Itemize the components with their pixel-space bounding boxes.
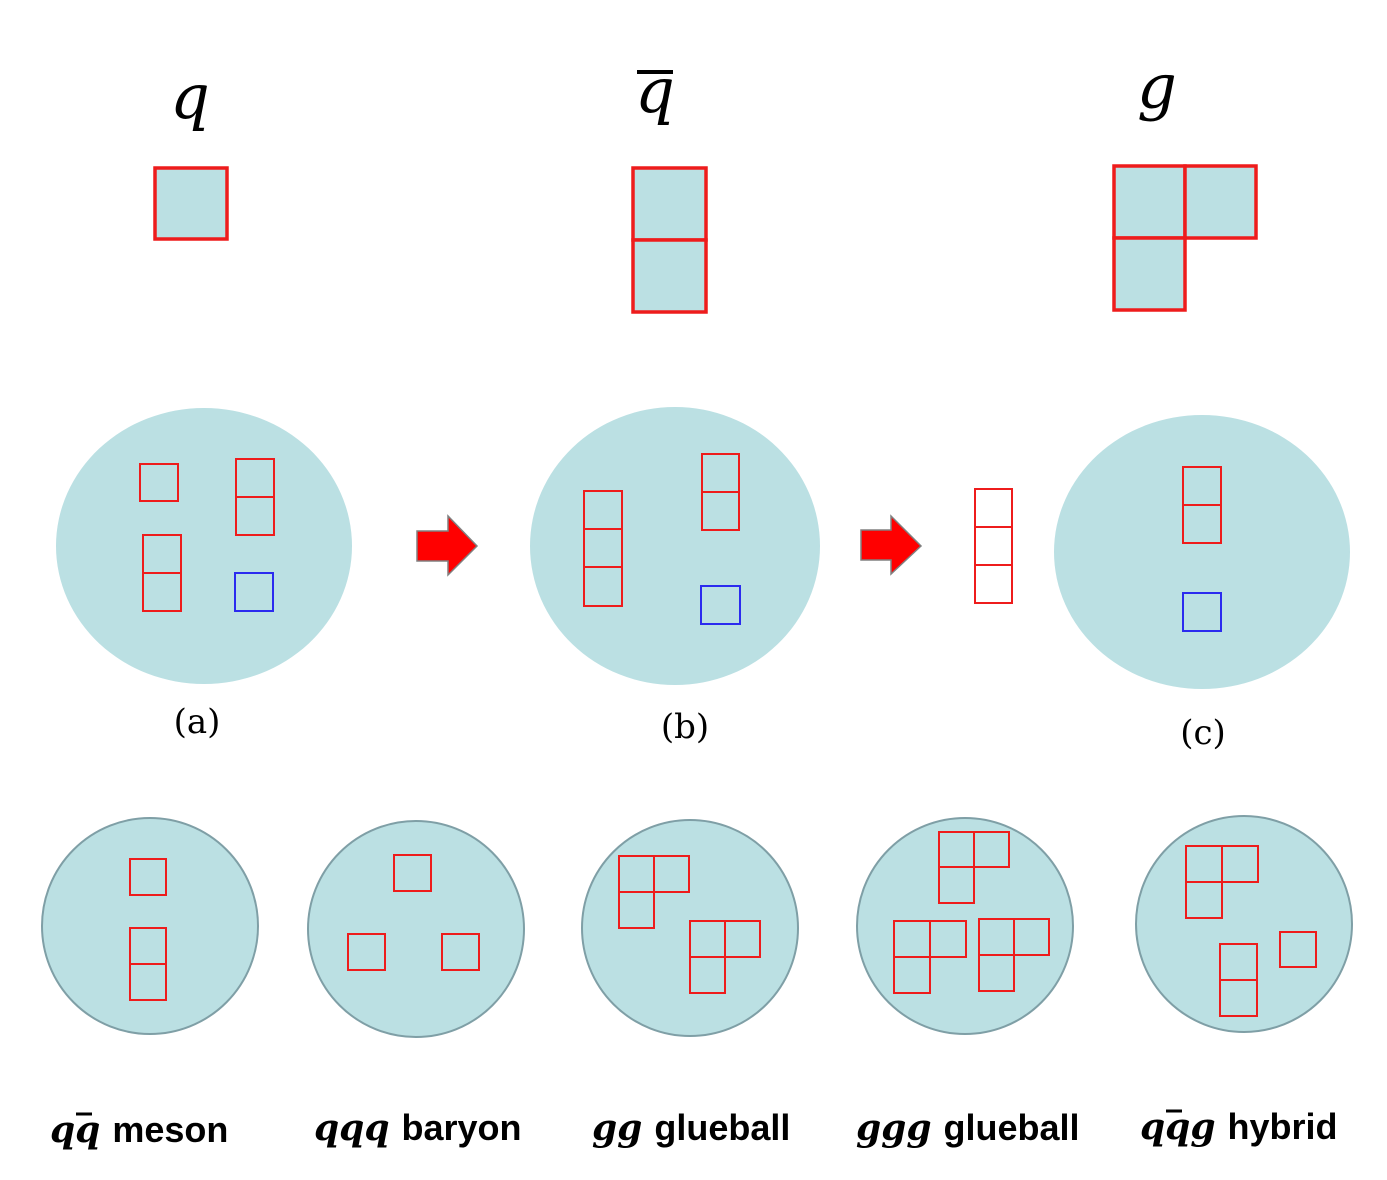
panel-b-column-box-3 [583,566,623,607]
singlet-box-2 [974,526,1013,566]
panel-a [56,408,352,684]
panel-a-disk [56,408,352,684]
hybrid-quark-box [1279,931,1317,968]
meson-disk [41,817,259,1035]
singlet-box-1 [974,488,1013,528]
hybrid-gluon-box-3 [1185,881,1223,919]
panel-c-disk [1054,415,1350,689]
hybrid-symbol-g: g [1190,1106,1215,1148]
right-arrow-icon [860,514,923,576]
gg-gluon2-box-2 [724,920,761,958]
gg-glueball-label: glueball [654,1107,790,1148]
panel-a-blue-box [234,572,274,612]
meson-label: meson [112,1109,228,1150]
panel-a-quark-box [139,463,179,502]
panel-b-antiquark-box-bottom [701,491,740,531]
meson-symbol-qbar: q [75,1109,100,1151]
gg-gluon1-box-2 [653,855,690,893]
hybrid-disk [1135,815,1353,1033]
panel-b [530,407,820,685]
baryon-disk [307,820,525,1038]
gluon-tableau-box-2 [1183,164,1258,240]
ggg-gluon3-box-3 [978,954,1015,992]
hybrid-gluon-box-2 [1221,845,1259,883]
gg-gluon1-box-3 [618,891,655,929]
ggg-gluon3-box-2 [1013,918,1050,956]
gg-glueball-state [581,819,799,1037]
ggg-gluon1-box-3 [938,866,975,904]
hybrid-symbol-qbar: q [1165,1106,1190,1148]
quark-symbol: q [170,60,210,133]
antiquark-label: q [635,54,675,127]
ggg-gluon1-box-2 [973,831,1010,868]
meson-antiquark-box-bottom [129,963,167,1001]
quark-tableau-box [153,166,229,241]
baryon-quark-box-3 [441,933,480,971]
hybrid-symbol-q: q [1140,1106,1165,1148]
hybrid-antiquark-box-bottom [1219,979,1258,1017]
gluon-tableau-box-3 [1112,236,1187,312]
ggg-glueball-caption: ggg glueball [856,1107,1080,1149]
panel-a-label: (a) [174,702,221,742]
meson-symbol-q: q [50,1109,75,1151]
panel-b-disk [530,407,820,685]
baryon-quark-box-1 [393,854,432,892]
gg-glueball-symbol: gg [592,1107,642,1149]
ggg-glueball-state [856,817,1074,1035]
ggg-gluon2-box-3 [893,956,931,994]
ejected-singlet-column [974,488,1013,604]
baryon-symbol: qqq [314,1107,390,1149]
gluon-symbol: g [1137,50,1177,123]
hybrid-state [1135,815,1353,1033]
ggg-glueball-label: glueball [944,1107,1080,1148]
panel-b-blue-box [700,585,741,625]
meson-state [41,817,259,1035]
baryon-quark-box-2 [347,933,386,971]
panel-c-label: (c) [1180,713,1226,753]
right-arrow-icon [416,514,479,577]
antiquark-tableau-box-top [631,166,708,242]
gg-glueball-caption: gg glueball [592,1107,790,1149]
panel-c [1054,415,1350,689]
ggg-glueball-symbol: ggg [856,1107,932,1149]
ggg-gluon2-box-2 [929,920,967,958]
meson-quark-box [129,858,167,896]
antiquark-symbol: q [635,54,675,127]
baryon-state [307,820,525,1038]
gg-gluon2-box-3 [689,956,726,994]
panel-c-blue-box [1182,592,1222,632]
panel-b-label: (b) [661,707,709,747]
singlet-box-3 [974,564,1013,604]
antiquark-tableau-box-bottom [631,238,708,314]
panel-a-antiquark-box-bottom [235,496,275,536]
gluon-tableau-box-1 [1112,164,1187,240]
panel-c-antiquark-box-bottom [1182,504,1222,544]
baryon-caption: qqq baryon [314,1107,522,1149]
panel-a-antiquark2-box-bottom [142,572,182,612]
baryon-label: baryon [402,1107,522,1148]
hybrid-label: hybrid [1228,1106,1338,1147]
